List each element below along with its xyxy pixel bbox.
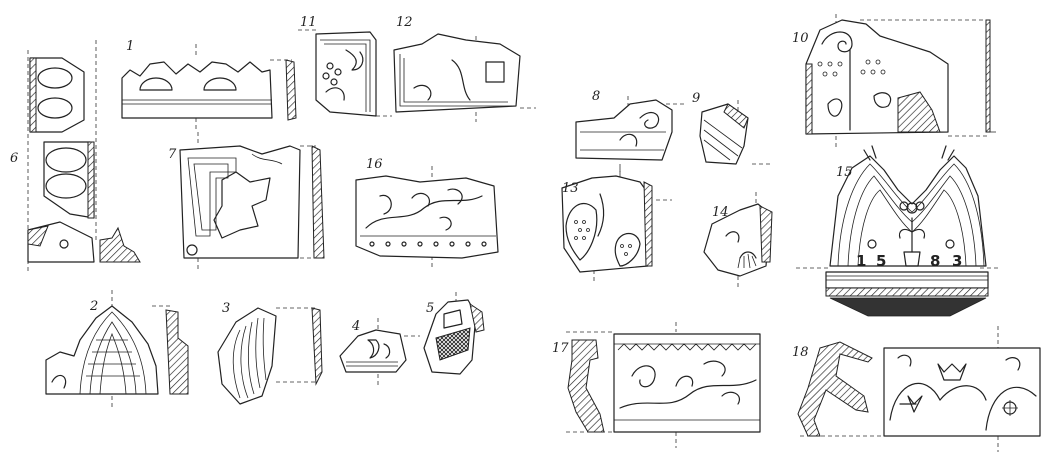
fragment-9: 9 xyxy=(692,91,770,165)
fragment-17: 17 xyxy=(552,322,761,448)
fragment-8: 8 xyxy=(575,89,684,178)
fragment-12: 12 xyxy=(393,15,536,122)
inscription-digit-3: 3 xyxy=(952,252,962,270)
fragment-14: 14 xyxy=(703,192,773,288)
fragment-18: 18 xyxy=(792,326,1041,452)
inscription-digit-5: 5 xyxy=(876,252,886,270)
figure-label-5: 5 xyxy=(426,301,434,316)
inscription-digit-1: 1 xyxy=(856,252,866,270)
fragment-10: 10 xyxy=(792,14,996,150)
figure-label-12: 12 xyxy=(396,15,413,30)
figure-label-13: 13 xyxy=(562,181,579,196)
fragment-6: 6 xyxy=(10,40,141,272)
figure-label-8: 8 xyxy=(592,89,600,104)
figure-label-1: 1 xyxy=(126,39,134,54)
figure-label-4: 4 xyxy=(351,319,360,334)
figure-label-11: 11 xyxy=(300,15,317,30)
fragment-11: 11 xyxy=(298,15,392,117)
figure-label-10: 10 xyxy=(792,31,809,46)
figure-label-18: 18 xyxy=(792,345,809,360)
fragment-7: 7 xyxy=(168,132,325,272)
fragment-13: 13 xyxy=(561,168,672,282)
figure-label-14: 14 xyxy=(712,205,729,220)
fragment-2: 2 xyxy=(45,290,189,410)
figure-label-17: 17 xyxy=(552,341,569,356)
figure-label-2: 2 xyxy=(89,299,98,314)
fragment-5: 5 xyxy=(423,292,485,375)
figure-label-9: 9 xyxy=(692,91,700,106)
fragment-16: 16 xyxy=(355,157,499,270)
figure-label-7: 7 xyxy=(168,147,177,162)
fragment-4: 4 xyxy=(339,318,420,386)
fragment-1: 1 xyxy=(121,39,297,132)
fragment-3: 3 xyxy=(217,301,323,405)
figure-label-3: 3 xyxy=(222,301,230,316)
inscription-digit-8: 8 xyxy=(930,252,940,270)
fragment-15: 1 5 8 3 15 xyxy=(796,145,1000,317)
figure-label-16: 16 xyxy=(366,157,383,172)
figure-label-15: 15 xyxy=(836,165,853,180)
figure-label-6: 6 xyxy=(10,151,18,166)
